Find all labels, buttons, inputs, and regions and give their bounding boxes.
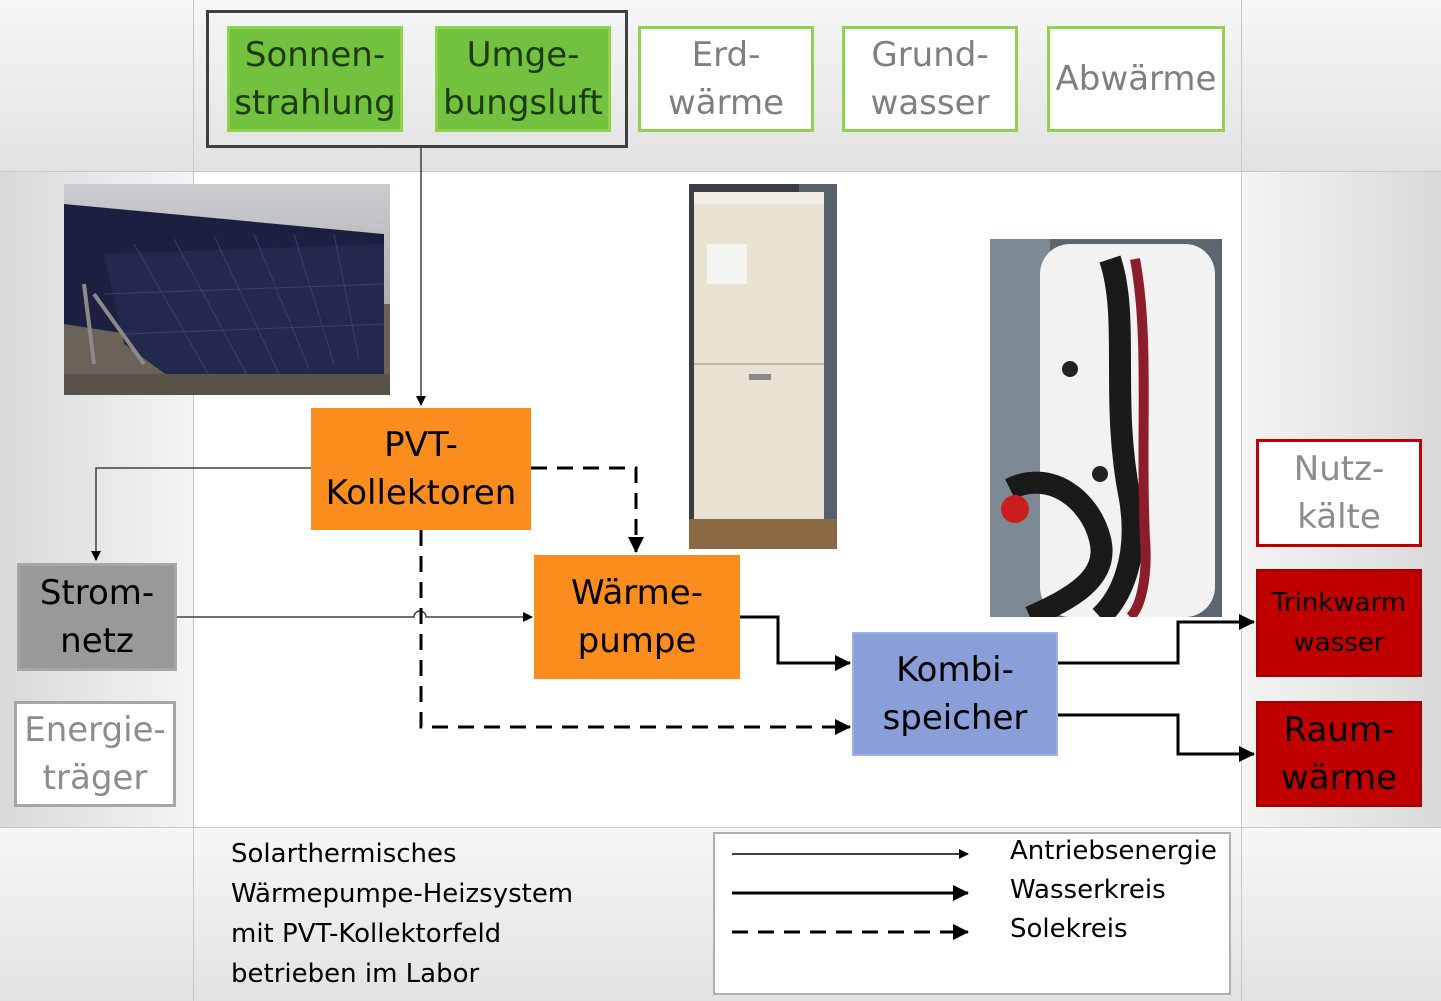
band-divider-top [0,171,1441,172]
output-trinkwarmwasser: Trinkwarm wasser [1256,569,1422,677]
source-grundwasser: Grund- wasser [842,26,1018,132]
waermepumpe-photo [689,184,837,549]
system-description: Solarthermisches Wärmepumpe-Heizsystem m… [231,839,574,989]
legend-antriebsenergie-label: Antriebsenergie [1010,836,1217,866]
legend-wasserkreis-label: Wasserkreis [1010,875,1166,905]
antriebsenergie-lines [91,148,533,622]
source-erdwaerme: Erd- wärme [638,26,814,132]
pvt-collector-photo [64,184,390,395]
source-umgebungsluft: Umge- bungsluft [435,26,611,132]
component-stromnetz: Strom- netz [17,563,177,671]
wasserkreis-lines [740,614,1255,762]
source-abwaerme: Abwärme [1047,26,1225,132]
legend-box [713,832,1231,995]
component-energietraeger: Energie- träger [14,701,176,807]
component-kombispeicher: Kombi- speicher [852,632,1058,756]
band-divider-right [1241,0,1242,1001]
component-waermepumpe: Wärme- pumpe [534,555,740,679]
legend-symbols [732,849,969,940]
output-nutzkaelte: Nutz- kälte [1256,439,1422,547]
band-divider-bottom [0,827,1441,828]
source-sonnenstrahlung: Sonnen- strahlung [227,26,403,132]
output-raumwaerme: Raum- wärme [1256,701,1422,807]
solekreis-lines [419,466,851,735]
band-divider-left [193,0,194,1001]
legend-solekreis-label: Solekreis [1010,914,1128,944]
selected-sources-frame [206,10,628,148]
kombispeicher-photo [990,239,1222,617]
component-pvt-kollektoren: PVT- Kollektoren [311,408,531,530]
